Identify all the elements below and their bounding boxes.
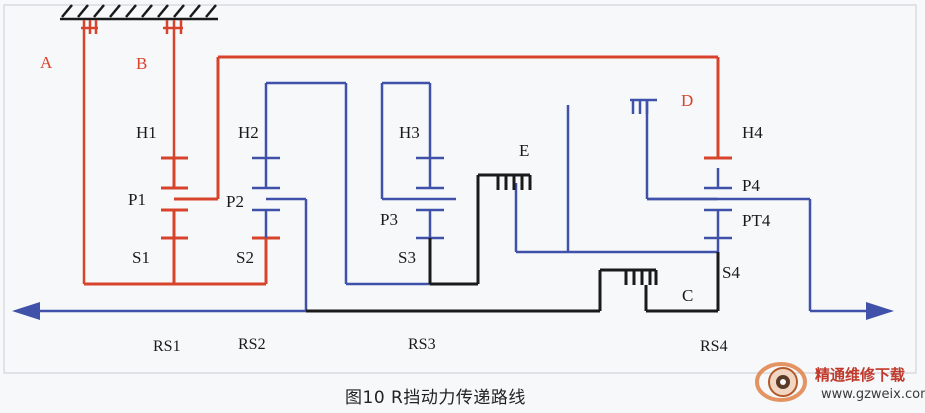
watermark-logo-icon [755, 362, 807, 402]
label-s2: S2 [236, 248, 254, 267]
label-d: D [681, 91, 694, 110]
label-h4: H4 [742, 123, 763, 142]
label-h3: H3 [399, 123, 420, 142]
gearset-1 [84, 55, 732, 286]
watermark: 精通维修下载 www.gzweix.com [745, 352, 925, 413]
arrow-input [12, 302, 40, 320]
label-p1: P1 [128, 190, 146, 209]
label-rs1: RS1 [153, 338, 181, 355]
watermark-url: www.gzweix.com [821, 387, 925, 402]
figure-caption: 图10 R挡动力传递路线 [345, 388, 526, 408]
label-p4: P4 [742, 176, 760, 195]
black-paths [306, 173, 720, 313]
border-box [3, 4, 917, 374]
label-b: B [136, 54, 148, 73]
label-a: A [40, 53, 53, 72]
label-c: C [682, 286, 694, 305]
label-s3: S3 [398, 248, 416, 267]
label-s1: S1 [132, 248, 150, 267]
housing-ground [60, 4, 218, 21]
label-pt4: PT4 [742, 211, 771, 230]
blue-paths [40, 81, 872, 313]
label-h2: H2 [238, 123, 259, 142]
label-h1: H1 [136, 123, 157, 142]
label-rs3: RS3 [408, 336, 436, 353]
watermark-name: 精通维修下载 [815, 366, 906, 384]
arrow-output [866, 302, 894, 320]
label-p3: P3 [380, 210, 398, 229]
label-e: E [519, 141, 530, 160]
brake-a [81, 20, 98, 284]
label-rs4: RS4 [700, 338, 728, 355]
label-p2: P2 [226, 192, 244, 211]
brake-b [163, 20, 183, 158]
label-s4: S4 [722, 263, 740, 282]
label-rs2: RS2 [238, 336, 266, 353]
